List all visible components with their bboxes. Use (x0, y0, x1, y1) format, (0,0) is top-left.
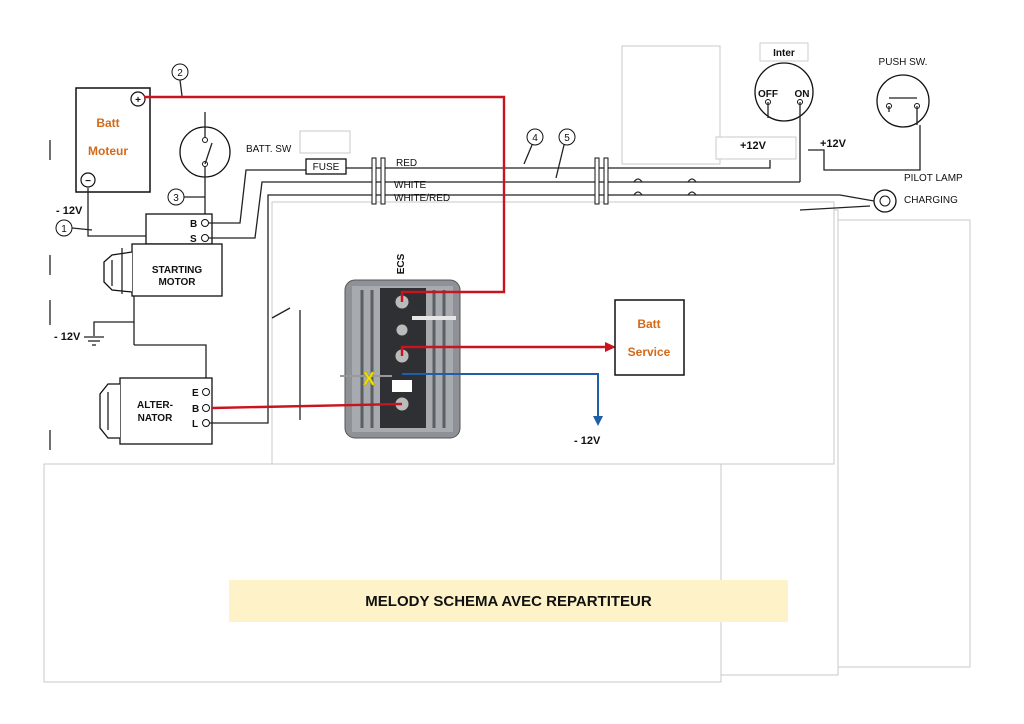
inter-on-label: ON (795, 89, 810, 100)
x-mark: X (363, 369, 375, 389)
wire-number-3: 3 (167, 188, 205, 206)
wire-number-2: 2 (171, 63, 189, 97)
red-wire-alternator-to-ecs (211, 402, 403, 410)
harness-clamp-2 (594, 157, 609, 205)
ecs-splitter (344, 279, 461, 439)
batt-moteur-label-2: Moteur (88, 144, 128, 158)
batt-moteur-plus: + (135, 95, 141, 106)
inter-label: Inter (773, 48, 795, 59)
wire-number-1: 1 (55, 219, 93, 237)
blue-wire-negative (402, 373, 599, 418)
alternator-terminal-e: E (192, 388, 199, 399)
push-switch (876, 74, 930, 128)
battery-switch (179, 112, 231, 214)
ground-symbol (84, 336, 104, 346)
alternator-terminal-b: B (192, 404, 199, 415)
neg-12v-top-label: - 12V (56, 205, 83, 217)
starting-motor-terminal-b: B (190, 219, 197, 230)
batt-moteur-minus: − (85, 176, 91, 187)
push-plus-12v: +12V (820, 138, 847, 150)
alternator-label-1: ALTER- (137, 400, 173, 411)
starting-motor-terminal-s: S (190, 234, 197, 245)
red-wire-batt-moteur-to-ecs (144, 95, 506, 302)
inter-off-label: OFF (758, 89, 778, 100)
wire-batt-neg (87, 188, 146, 237)
svg-text:5: 5 (564, 133, 570, 144)
pilot-lamp-label: PILOT LAMP (904, 173, 963, 184)
pilot-lamp (873, 189, 897, 213)
title-banner: MELODY SCHEMA AVEC REPARTITEUR (229, 580, 788, 622)
batt-moteur: + − Batt Moteur (75, 87, 151, 193)
starting-motor-label-1: STARTING (152, 265, 203, 276)
blank-box-batt-sw (299, 130, 351, 154)
wire-to-fuse (209, 169, 306, 224)
alternator-terminal-l: L (192, 419, 198, 430)
neg-12v-service-label: - 12V (574, 435, 601, 447)
inter-plus-12v: +12V (740, 140, 767, 152)
batt-moteur-label-1: Batt (96, 116, 119, 130)
alternator-label-2: NATOR (138, 413, 173, 424)
blank-box-inter (715, 136, 797, 160)
batt-service: Batt Service (614, 299, 685, 376)
neg-12v-mid-label: - 12V (54, 331, 81, 343)
arrow-to-batt-service (605, 342, 616, 352)
background-pane-right (837, 219, 971, 668)
svg-text:1: 1 (61, 224, 67, 235)
red-wire-ecs-to-batt-service (400, 345, 608, 356)
arrow-negative (593, 416, 603, 426)
wire-white-label: WHITE (394, 180, 427, 191)
alternator: ALTER- NATOR E B L (99, 377, 213, 445)
wire-red-label: RED (396, 158, 417, 169)
background-pane-bottom (43, 463, 722, 683)
harness-clamp-1 (371, 157, 386, 205)
wire-white (209, 181, 800, 239)
svg-text:4: 4 (532, 133, 538, 144)
inter-switch: OFF ON (754, 62, 814, 122)
starting-motor: B S STARTING MOTOR (103, 213, 223, 297)
batt-service-label-2: Service (628, 345, 671, 359)
starting-motor-label-2: MOTOR (158, 277, 196, 288)
wire-number-4: 4 (523, 128, 544, 165)
charging-label: CHARGING (904, 195, 958, 206)
ecs-label: ECS (396, 253, 407, 274)
background-pane-top (621, 45, 721, 165)
wire-white-red-label: WHITE/RED (394, 193, 450, 204)
svg-text:3: 3 (173, 193, 179, 204)
wire-white-red (209, 194, 800, 424)
batt-sw-label: BATT. SW (246, 144, 292, 155)
batt-service-label-1: Batt (637, 317, 660, 331)
wire-number-5: 5 (555, 128, 576, 179)
fuse (305, 158, 347, 175)
push-sw-label: PUSH SW. (879, 57, 928, 68)
fuse-label: FUSE (313, 162, 340, 173)
wire-alternator-e (134, 344, 207, 380)
wire-ground (93, 296, 135, 336)
svg-text:2: 2 (177, 68, 183, 79)
